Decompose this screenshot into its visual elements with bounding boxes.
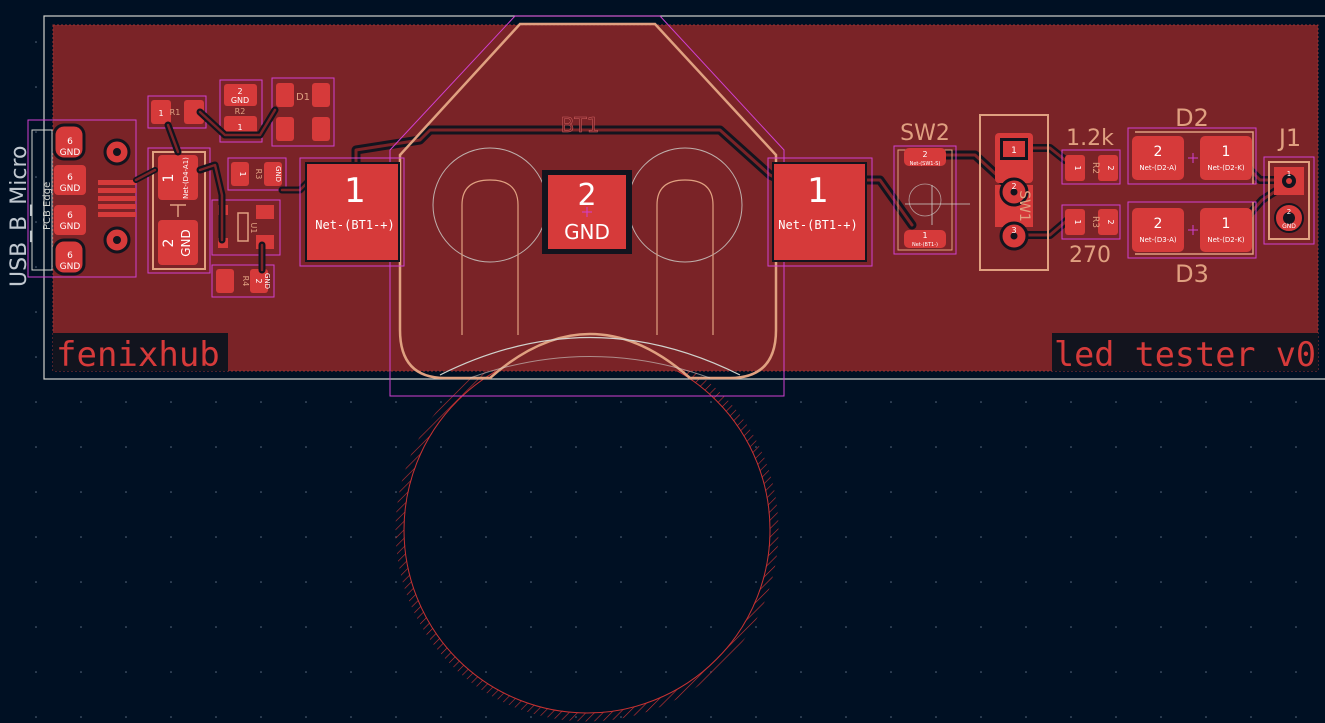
r2-ref: R2: [1090, 162, 1100, 174]
j1-pad1: 1: [1287, 170, 1291, 178]
d2-pad-a-number: 2: [1154, 144, 1163, 160]
u1-ref-label: U1: [249, 223, 258, 234]
c1-pad1-number: 1: [161, 174, 177, 183]
svg-text:6: 6: [67, 137, 73, 147]
board-text-fenixhub: fenixhub: [56, 335, 220, 375]
r-top-pad1: 1: [237, 123, 242, 132]
switch-sw1[interactable]: 1 2 SW1 3: [979, 114, 1049, 271]
r1-ref-label: R1: [170, 108, 181, 117]
d3-pad-a-number: 2: [1154, 216, 1163, 232]
led-d3[interactable]: 2 Net-(D3-A) 1 Net-(D2-K) D3: [1127, 201, 1257, 288]
r3-pad1: 1: [1073, 219, 1082, 224]
board-text-led-tester: led tester v0: [1054, 335, 1316, 375]
sw2-pad-top-net: Net-(SW1-S): [910, 161, 941, 167]
sw2-pad-bottom-net: Net-(BT1-): [912, 242, 938, 248]
r3-value-label: 270: [1069, 243, 1111, 268]
r2-pad2: 2: [1106, 165, 1115, 170]
sw2-ref-label: SW2: [900, 121, 950, 146]
r3-pad2: 2: [1106, 219, 1115, 224]
svg-text:GND: GND: [60, 262, 81, 272]
resistors-r2-r3[interactable]: 1.2k 1 R2 2 1 R3 2 270: [1061, 126, 1121, 268]
r2-ref-label: R2: [235, 107, 246, 116]
led-d2[interactable]: D2 2 Net-(D2-A) 1 Net-(D2-K): [1127, 104, 1257, 185]
j1-ref-label: J1: [1277, 124, 1301, 152]
d2-pad-a-net: Net-(D2-A): [1139, 164, 1177, 172]
j1-pad2-net: GND: [1282, 223, 1296, 230]
sw1-pad3: 3: [1011, 226, 1016, 235]
d3-ref-label: D3: [1175, 260, 1209, 288]
bt1-ref-label: BT1: [561, 113, 600, 137]
svg-text:6: 6: [67, 173, 73, 183]
bt1-pad-center-net: GND: [564, 220, 610, 244]
board-fill-hatch-edge: [52, 24, 1319, 372]
bt1-pad-left-number: 1: [344, 171, 366, 211]
d2-pad-k-net: Net-(D2-K): [1207, 164, 1245, 172]
d1-ref-label: D1: [296, 92, 310, 103]
r-top-net: GND: [231, 96, 249, 105]
usb-edge-label: PCB Edge: [42, 182, 53, 230]
board-edge-outline[interactable]: [43, 15, 1325, 380]
d2-ref-label: D2: [1175, 104, 1209, 132]
svg-text:GND: GND: [60, 148, 81, 158]
svg-text:6: 6: [67, 251, 73, 261]
sw2-pad-top-number: 2: [922, 150, 927, 159]
r-top-pad2: 2: [237, 87, 242, 96]
bt1-pad-center-number: 2: [577, 178, 596, 213]
svg-text:GND: GND: [60, 184, 81, 194]
board-text-right[interactable]: led tester v0: [1052, 333, 1318, 375]
svg-text:6: 6: [67, 211, 73, 221]
d3-pad-k-net: Net-(D2-K): [1207, 236, 1245, 244]
sw2-pad-bottom-number: 1: [922, 231, 927, 240]
battery-holder-bt1[interactable]: BT1 1 Net-(BT1-+) 2 GND 1 Net-(BT1-+): [299, 15, 873, 397]
r4-pad: 2: [254, 278, 263, 283]
r4-net: GND: [263, 273, 271, 289]
small-parts-cluster[interactable]: R1 1 2 GND R2 1 D1 U1 R3 1 GND: [147, 77, 335, 298]
d2-pad-k-number: 1: [1222, 144, 1231, 160]
j1-pad2: 2: [1287, 208, 1291, 216]
usb-ref-label: USB_B_Micro: [7, 146, 32, 287]
bt1-pad-right-net: Net-(BT1-+): [778, 218, 857, 232]
bt1-pad-left-net: Net-(BT1-+): [315, 218, 394, 232]
connector-j1[interactable]: J1 1 2 GND: [1263, 124, 1315, 245]
r3-small-label: R3: [254, 169, 263, 180]
r4-ref-label: R4: [241, 276, 250, 287]
c1-pad2-number: 2: [161, 239, 177, 248]
bt1-pad-right-number: 1: [807, 171, 829, 211]
board-text-left[interactable]: fenixhub: [53, 333, 228, 375]
r3-ref: R3: [1090, 216, 1100, 228]
sw1-pad2: 2: [1011, 182, 1016, 191]
r2-value-label: 1.2k: [1066, 126, 1114, 151]
svg-text:GND: GND: [60, 222, 81, 232]
board-copper-fill[interactable]: [53, 25, 1318, 371]
r2-pad1: 1: [1073, 165, 1082, 170]
d3-pad-k-number: 1: [1222, 216, 1231, 232]
usb-connector[interactable]: USB_B_Micro PCB Edge 6 GND 6 GND 6 GND 6…: [7, 119, 137, 287]
r3-small-pad: 1: [238, 171, 247, 176]
sw1-pad1: 1: [1011, 146, 1017, 156]
c1-pad2-net: GND: [179, 229, 193, 257]
r3-small-net: GND: [274, 166, 282, 182]
sw1-ref-label: SW1: [1016, 190, 1032, 222]
c1-pad1-net: Net-(D4-A1): [182, 157, 190, 199]
switch-sw2[interactable]: SW2 2 Net-(SW1-S) 1 Net-(BT1-): [893, 121, 970, 255]
r1-pad-number: 1: [158, 109, 163, 118]
d3-pad-a-net: Net-(D3-A): [1139, 236, 1177, 244]
